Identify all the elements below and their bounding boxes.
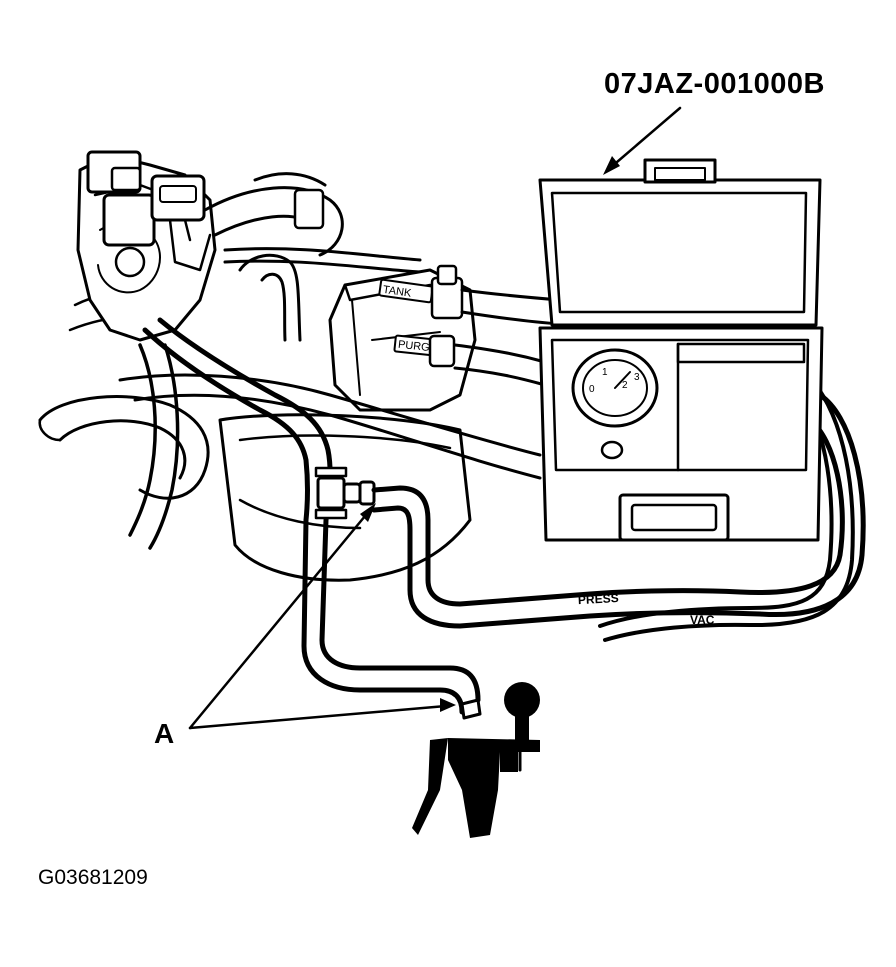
purge-fitting: PURGE: [393, 334, 456, 368]
press-hose-label: PRESS: [578, 591, 619, 607]
pressure-gauge: 0 1 2 3: [571, 348, 659, 428]
tester-case: 0 1 2 3: [538, 158, 824, 542]
tank-label: TANK: [382, 284, 413, 300]
vac-hose-label: VAC: [690, 613, 715, 627]
gauge-tick-0: 0: [589, 384, 595, 395]
tool-number-label: 07JAZ-001000B: [604, 68, 825, 100]
figure-id-label: G03681209: [38, 866, 148, 889]
gauge-tick-2: 2: [622, 380, 628, 391]
tank-fitting: TANK: [378, 264, 464, 320]
callout-a-label: A: [154, 718, 175, 749]
tee-fitting: [314, 466, 376, 520]
engine-assembly: TANK PURGE: [38, 150, 562, 582]
vacuum-pump: [412, 682, 540, 838]
tool-leader-arrow: [603, 106, 682, 175]
callout-a-leaders: [188, 503, 456, 730]
purge-label: PURGE: [397, 339, 437, 355]
gauge-tick-3: 3: [634, 372, 640, 383]
gauge-tick-1: 1: [602, 367, 608, 378]
